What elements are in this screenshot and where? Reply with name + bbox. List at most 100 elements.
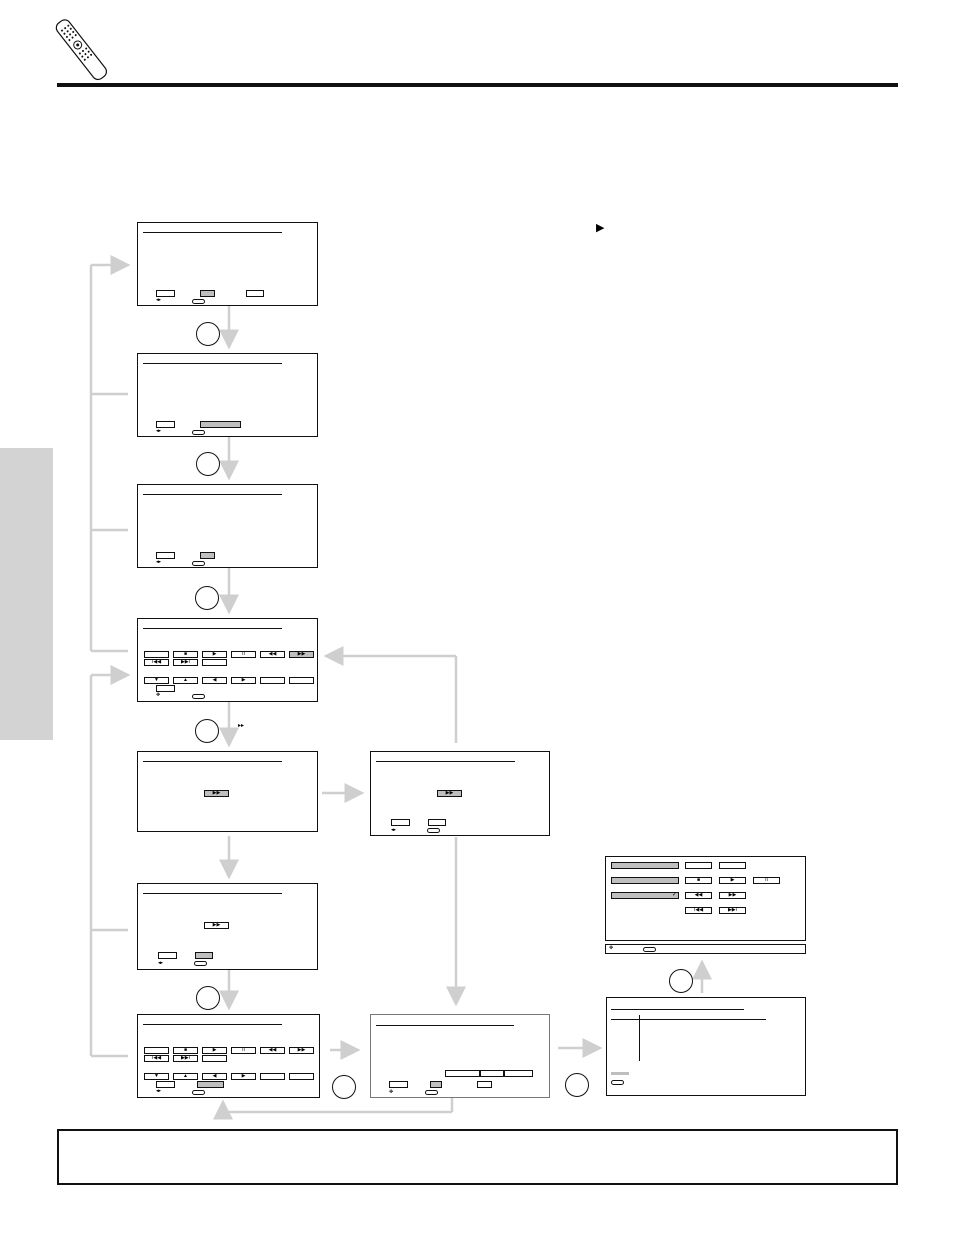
slot-button[interactable]: [445, 1070, 480, 1077]
nav-lr-icon: ◂▸: [158, 960, 164, 966]
remote-control-icon: [55, 19, 108, 81]
rewind-key[interactable]: ◀◀: [260, 651, 285, 658]
prev-key[interactable]: I◀◀: [144, 659, 169, 666]
fast-forward-key[interactable]: ▶▶: [719, 892, 746, 899]
key-button[interactable]: [202, 659, 227, 666]
option-button[interactable]: [428, 819, 446, 826]
option-button[interactable]: [246, 290, 264, 297]
left-key[interactable]: ◀: [202, 677, 227, 684]
fast-forward-key[interactable]: ▶▶: [289, 1047, 314, 1054]
option-button[interactable]: [200, 290, 215, 297]
nav-4way-icon: ✥: [156, 692, 161, 698]
nav-lr-icon: ◂▸: [391, 827, 397, 833]
right-key[interactable]: ▶: [231, 1073, 256, 1080]
rewind-key[interactable]: ◀◀: [685, 892, 712, 899]
select-oval-icon: [192, 299, 205, 304]
option-button[interactable]: [156, 552, 175, 559]
option-button[interactable]: [200, 552, 215, 559]
nav-lr-icon: ◂▸: [156, 428, 162, 434]
step-circle: [195, 586, 219, 610]
option-button[interactable]: [156, 421, 175, 428]
option-button[interactable]: [195, 952, 213, 959]
option-button[interactable]: [158, 952, 177, 959]
select-oval-icon: [643, 947, 656, 952]
option-button[interactable]: [200, 421, 241, 428]
next-key[interactable]: ▶▶I: [719, 907, 746, 914]
left-key[interactable]: ◀: [202, 1073, 227, 1080]
stop-key[interactable]: ■: [685, 877, 712, 884]
play-bullet-icon: ▶: [596, 222, 605, 234]
list-item[interactable]: [611, 877, 679, 884]
prev-key[interactable]: I◀◀: [144, 1055, 169, 1062]
stop-key[interactable]: ■: [173, 1047, 198, 1054]
screen-1: ◂▸: [137, 222, 318, 306]
pause-key[interactable]: II: [231, 651, 256, 658]
nav-lr-icon: ◂▸: [156, 1088, 162, 1094]
key-button[interactable]: [719, 862, 746, 869]
fast-forward-key[interactable]: ▶▶: [289, 651, 314, 658]
nav-lr-icon: ◂▸: [156, 297, 162, 303]
down-key[interactable]: ▼: [144, 1073, 169, 1080]
key-button[interactable]: [289, 1073, 314, 1080]
list-item[interactable]: [611, 862, 679, 869]
side-tab: [0, 448, 53, 740]
rewind-key[interactable]: ◀◀: [260, 1047, 285, 1054]
key-button[interactable]: [685, 862, 712, 869]
down-key[interactable]: ▼: [144, 677, 169, 684]
list-item[interactable]: [611, 892, 679, 899]
key-button[interactable]: [260, 1073, 285, 1080]
option-button[interactable]: [391, 819, 410, 826]
fast-forward-key[interactable]: ▶▶: [204, 922, 229, 929]
fast-forward-key[interactable]: ▶▶: [204, 790, 229, 797]
select-oval-icon: [427, 828, 440, 833]
right-key[interactable]: ▶: [231, 677, 256, 684]
slot-button[interactable]: [504, 1070, 533, 1077]
pause-key[interactable]: II: [753, 877, 780, 884]
step-circle: [196, 452, 220, 476]
select-oval-icon: [192, 1090, 205, 1095]
fast-forward-icon: ▸▸: [238, 723, 245, 729]
key-button[interactable]: [260, 677, 285, 684]
play-key[interactable]: ▶: [202, 651, 227, 658]
select-oval-icon: [425, 1090, 438, 1095]
play-key[interactable]: ▶: [719, 877, 746, 884]
select-oval-icon: [192, 561, 205, 566]
screen-10-status-bar: ✥: [605, 944, 806, 954]
screen-3: ◂▸: [137, 484, 318, 568]
check-icon: ✓: [672, 892, 678, 898]
option-button[interactable]: [197, 1081, 224, 1088]
pause-key[interactable]: II: [231, 1047, 256, 1054]
screen-7-key-grid: ■ ▶ II ◀◀ ▶▶ I◀◀ ▶▶I ▼ ▲ ◀ ▶ ◂▸: [137, 1014, 320, 1098]
screen-9: ✥: [370, 1014, 550, 1098]
list-selection-bar: [611, 1072, 629, 1075]
key-button[interactable]: [144, 1047, 169, 1054]
key-button[interactable]: [289, 677, 314, 684]
step-circle: [196, 322, 220, 346]
step-circle: [565, 1073, 589, 1097]
option-button[interactable]: [477, 1081, 492, 1088]
fast-forward-key[interactable]: ▶▶: [437, 790, 462, 797]
option-button[interactable]: [430, 1081, 442, 1088]
screen-2: ◂▸: [137, 353, 318, 437]
option-button[interactable]: [156, 290, 175, 297]
up-key[interactable]: ▲: [173, 1073, 198, 1080]
slot-button[interactable]: [480, 1070, 504, 1077]
select-oval-icon: [194, 961, 207, 966]
screen-11-list: [606, 997, 806, 1096]
stop-key[interactable]: ■: [173, 651, 198, 658]
next-key[interactable]: ▶▶I: [173, 659, 198, 666]
next-key[interactable]: ▶▶I: [173, 1055, 198, 1062]
prev-key[interactable]: I◀◀: [685, 907, 712, 914]
nav-4way-icon: ✥: [609, 945, 614, 951]
key-button[interactable]: [202, 1055, 227, 1062]
screen-8: ▶▶ ◂▸: [370, 751, 550, 836]
option-button[interactable]: [156, 1081, 175, 1088]
header-rule: [57, 83, 898, 87]
screen-10-key-panel: ✓ ■ ▶ II ◀◀ ▶▶ I◀◀ ▶▶I: [605, 856, 806, 941]
option-button[interactable]: [156, 685, 175, 692]
key-button[interactable]: [144, 651, 169, 658]
option-button[interactable]: [389, 1081, 408, 1088]
play-key[interactable]: ▶: [202, 1047, 227, 1054]
up-key[interactable]: ▲: [173, 677, 198, 684]
